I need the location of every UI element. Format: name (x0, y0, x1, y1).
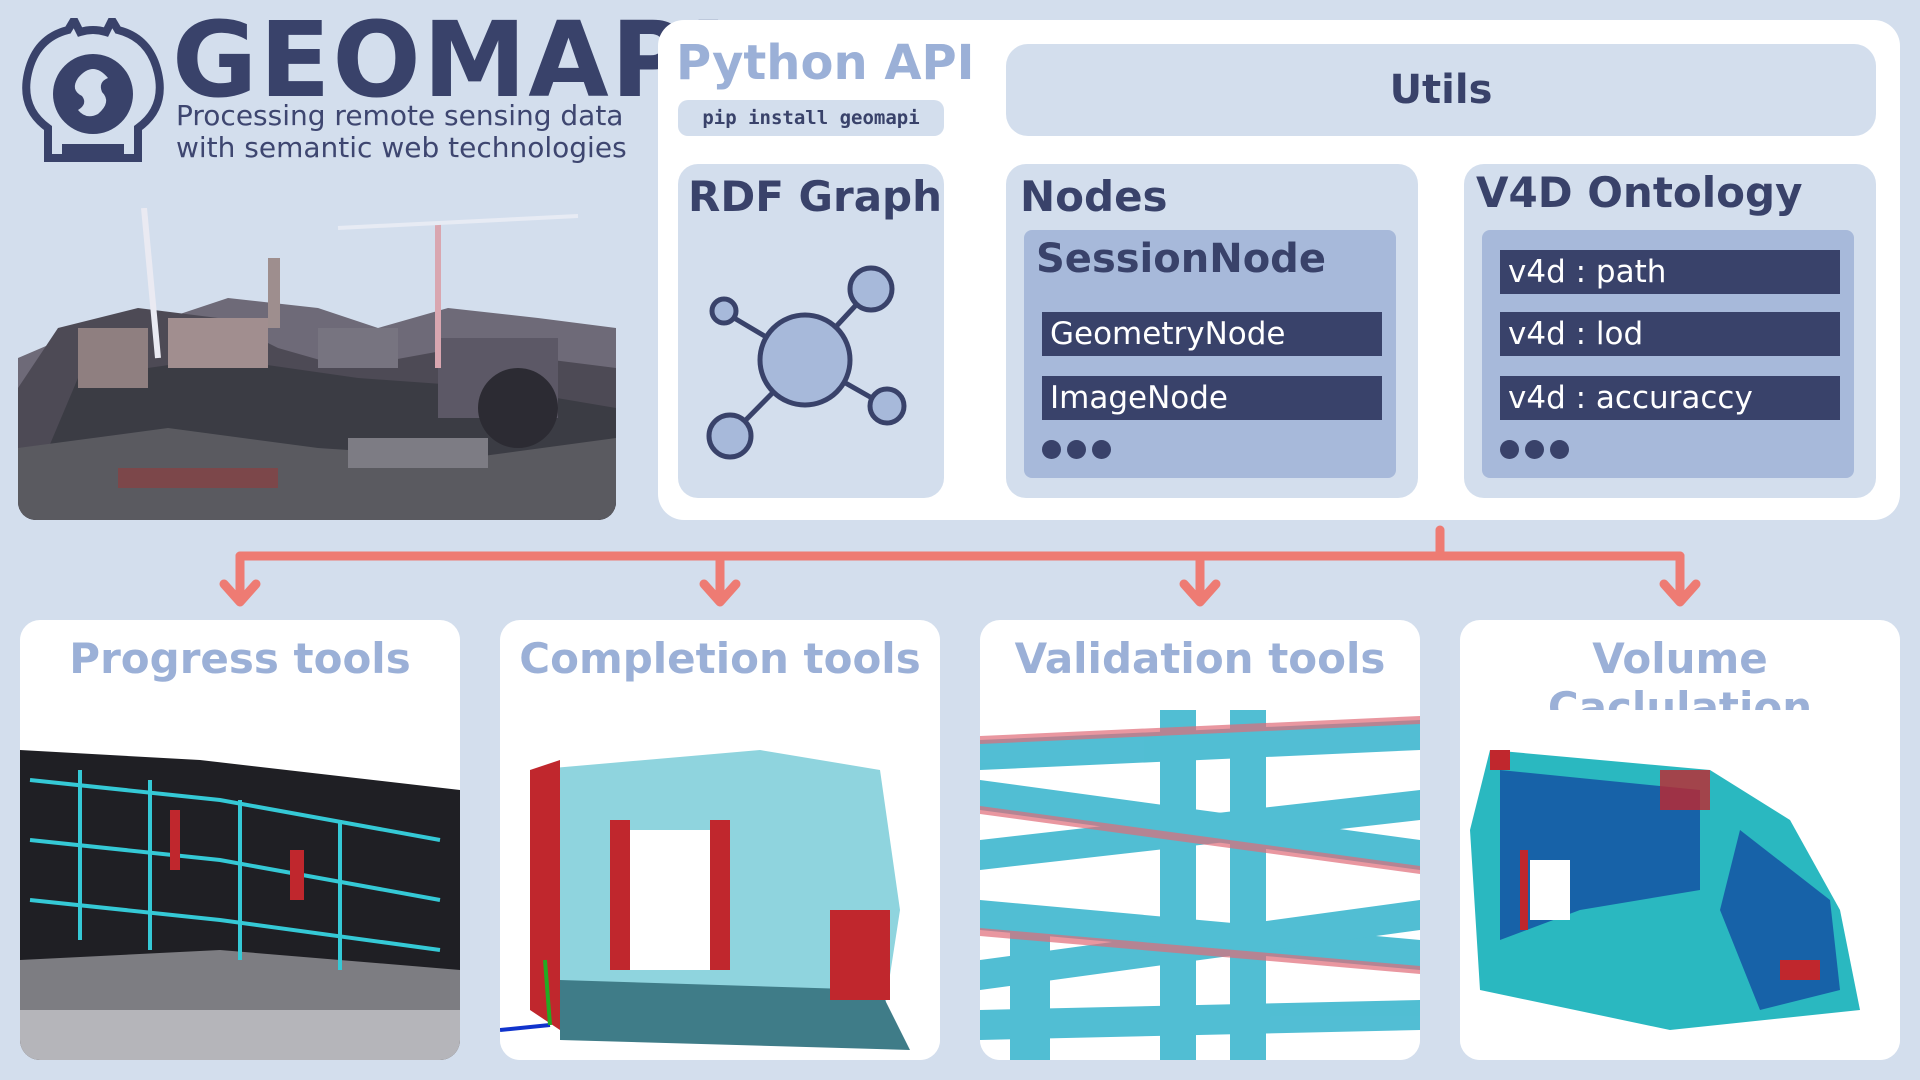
volume-calculation-card: Volume Caclulation (1460, 620, 1900, 1060)
more-ontology-ellipsis-icon (1500, 440, 1569, 459)
utils-module: Utils (1006, 44, 1876, 136)
brand-tagline: Processing remote sensing data with sema… (176, 100, 627, 164)
ontology-item-lod: v4d : lod (1500, 312, 1840, 356)
ontology-item-accuracy: v4d : accuraccy (1500, 376, 1840, 420)
geometry-node-item: GeometryNode (1042, 312, 1382, 356)
more-nodes-ellipsis-icon (1042, 440, 1111, 459)
v4d-ontology-title: V4D Ontology (1476, 168, 1803, 217)
progress-pointcloud-image (20, 710, 460, 1060)
completion-tools-title: Completion tools (519, 634, 921, 683)
ontology-item-path: v4d : path (1500, 250, 1840, 294)
geomapi-logo-icon (22, 18, 164, 162)
validation-pointcloud-image (980, 710, 1420, 1060)
progress-tools-title: Progress tools (69, 634, 411, 683)
tagline-line-2: with semantic web technologies (176, 131, 627, 164)
graph-network-icon (706, 265, 907, 460)
completion-mesh-image (500, 710, 940, 1060)
pip-install-command: pip install geomapi (678, 100, 944, 136)
connector-arrows (219, 525, 1701, 607)
validation-tools-title: Validation tools (1014, 634, 1386, 683)
point-cloud-city-image (18, 208, 616, 520)
brand-title: GEOMAPI (172, 0, 730, 121)
image-node-item: ImageNode (1042, 376, 1382, 420)
session-node-label: SessionNode (1036, 236, 1326, 282)
volume-calculation-image (1460, 710, 1900, 1060)
utils-label: Utils (1389, 67, 1493, 113)
tagline-line-1: Processing remote sensing data (176, 99, 624, 132)
rdf-graph-title: RDF Graph (688, 172, 943, 221)
python-api-title: Python API (676, 35, 975, 91)
nodes-title: Nodes (1020, 172, 1168, 221)
validation-tools-card: Validation tools (980, 620, 1420, 1060)
completion-tools-card: Completion tools (500, 620, 940, 1060)
progress-tools-card: Progress tools (20, 620, 460, 1060)
